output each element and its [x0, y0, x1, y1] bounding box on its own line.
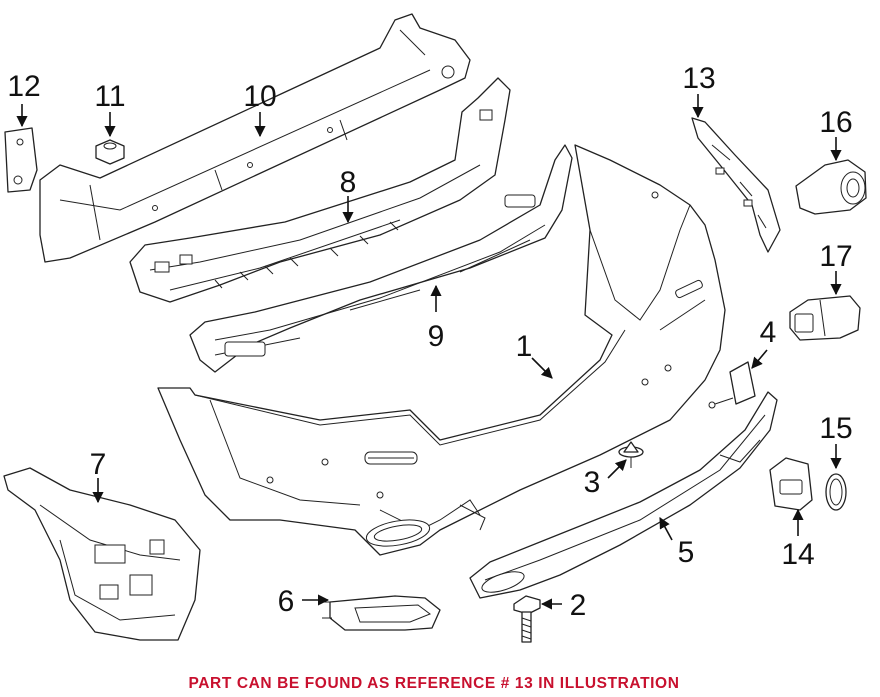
leader-lines: [16, 94, 842, 610]
callout-9: 9: [428, 320, 445, 353]
callout-1: 1: [516, 330, 533, 363]
callout-16: 16: [819, 106, 852, 139]
reflector-part: [320, 595, 441, 631]
reference-note: PART CAN BE FOUND AS REFERENCE # 13 IN I…: [188, 675, 679, 692]
trim-strip-part: [691, 117, 781, 253]
reinforcement-bar-part: [39, 13, 471, 263]
callout-11: 11: [94, 80, 125, 113]
bolt-part: [513, 595, 541, 643]
energy-absorber-part: [129, 77, 511, 303]
callout-14: 14: [781, 538, 814, 571]
callout-15: 15: [819, 412, 852, 445]
bumper-support-part: [189, 144, 573, 373]
bracket-part: [708, 361, 756, 409]
callout-17: 17: [819, 240, 852, 273]
seal-ring-part: [825, 473, 847, 511]
clip-part: [618, 441, 644, 468]
nut-part: [95, 139, 125, 165]
callout-10: 10: [243, 80, 276, 113]
callout-8: 8: [340, 166, 357, 199]
sensor-bracket-part: [769, 457, 813, 511]
callout-6: 6: [278, 585, 295, 618]
callout-4: 4: [760, 316, 777, 349]
side-bracket-part: [3, 467, 201, 641]
callout-12: 12: [7, 70, 40, 103]
bumper-cover-part: [157, 144, 726, 556]
callout-3: 3: [584, 466, 601, 499]
callout-7: 7: [90, 448, 107, 481]
sensor-holder-part: [789, 295, 861, 341]
callout-13: 13: [682, 62, 715, 95]
callout-2: 2: [570, 589, 587, 622]
callout-labels: 1 2 3 4 5 6 7 8 9 10 11 12 13 14 15 16 1…: [7, 62, 852, 622]
park-sensor-part: [795, 159, 867, 215]
callout-5: 5: [678, 536, 695, 569]
gasket-part: [4, 127, 38, 193]
diffuser-trim-part: [469, 391, 778, 599]
